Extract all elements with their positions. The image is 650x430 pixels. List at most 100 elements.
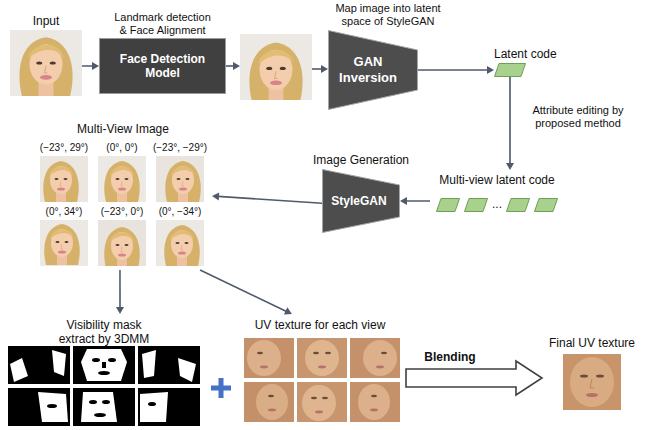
drawing-part <box>257 352 263 354</box>
mask-image <box>138 388 200 426</box>
drawing-part <box>256 384 288 420</box>
drawing-part <box>10 358 28 382</box>
group-heading: Visibility mask extract by 3DMM <box>52 318 157 347</box>
drawing-part <box>297 338 347 378</box>
box-body: Face Detection Model <box>100 39 225 93</box>
arrow-head <box>487 66 494 74</box>
drawing-part <box>142 350 156 378</box>
angle-label: (0°, 34°) <box>46 206 83 220</box>
drawing-part <box>305 340 339 376</box>
drawing-part <box>590 379 594 388</box>
drawing-part <box>233 62 240 70</box>
box-text: Face Detection Model <box>104 52 221 81</box>
arrow-head <box>506 163 514 170</box>
drawing-part <box>580 375 588 378</box>
network-block: Map image into latent space of StyleGANG… <box>328 30 418 110</box>
uv-texture-image <box>297 338 347 378</box>
latent-bar <box>506 198 530 212</box>
angle-label: (−23°, 29°) <box>40 142 88 156</box>
drawing-part <box>8 346 70 384</box>
drawing-part <box>325 352 331 354</box>
flow-arrow <box>418 66 494 74</box>
drawing-part <box>104 161 139 202</box>
flow-arrow <box>226 62 328 73</box>
flow-arrow <box>82 62 99 70</box>
block-text: GAN Inversion <box>332 54 404 85</box>
mask-image <box>8 346 70 384</box>
drawing-part <box>156 220 204 266</box>
view-photo <box>156 156 204 202</box>
image-box: (−23°, 0°) <box>98 220 146 266</box>
network-block: Image GenerationStyleGAN <box>322 169 400 233</box>
group-heading: Final UV texture <box>544 336 640 350</box>
drawing-part <box>322 397 328 399</box>
step-heading: Landmark detection & Face Alignment <box>113 11 213 39</box>
drawing-part <box>44 224 79 265</box>
face-photo <box>10 30 82 96</box>
image-box: Input <box>10 30 82 96</box>
drawing-part <box>81 349 127 381</box>
arrow-line <box>509 77 511 164</box>
image-box: (0°, 0°) <box>98 156 146 202</box>
arrow-line <box>418 69 488 71</box>
latent-bar-shape <box>495 64 526 77</box>
drawing-part <box>73 346 135 384</box>
drawing-part <box>47 404 57 408</box>
drawing-part <box>138 388 200 426</box>
latent-bar <box>534 198 558 212</box>
arrow-head <box>92 62 99 70</box>
flow-arrow <box>212 192 322 203</box>
view-photo <box>98 220 146 268</box>
drawing-part <box>8 388 70 426</box>
arrow-head <box>400 197 407 205</box>
view-photo <box>98 156 146 202</box>
drawing-part <box>73 388 135 426</box>
drawing-part <box>226 65 233 67</box>
drawing-part <box>92 358 100 362</box>
drawing-part <box>318 366 326 369</box>
uv-texture-image <box>244 382 294 422</box>
drawing-part <box>178 358 196 382</box>
drawing-part <box>89 400 97 404</box>
drawing-part <box>94 413 106 417</box>
latent-bar-shape <box>464 198 487 211</box>
block-text: StyleGAN <box>331 194 386 208</box>
drawing-part <box>570 357 614 407</box>
group-heading: Multi-View Image <box>34 122 212 136</box>
arrow-line <box>119 270 121 308</box>
drawing-part <box>297 382 347 422</box>
drawing-part <box>370 409 378 412</box>
drawing-part <box>104 227 139 268</box>
arrow-head <box>284 307 292 314</box>
arrow-head <box>116 307 124 314</box>
ellipsis-text: ... <box>492 197 502 211</box>
uv-texture-image <box>244 338 294 378</box>
latent-bar-shape <box>436 198 459 211</box>
drawing-part <box>371 395 377 397</box>
view-photo <box>40 220 88 266</box>
drawing-part <box>98 371 110 375</box>
step-heading: Map image into latent space of StyleGAN <box>328 2 448 30</box>
arrow-head <box>212 192 219 200</box>
drawing-part <box>81 392 117 422</box>
latent-label: Multi-view latent code <box>430 173 564 187</box>
angle-label: (−23°, −29°) <box>153 142 207 156</box>
drawing-part <box>350 338 400 378</box>
mask-image <box>73 346 135 384</box>
group-box: Final UV texture <box>544 334 640 412</box>
latent-code: Latent code <box>494 63 526 77</box>
edge-label: Attribute editing by proposed method <box>522 104 634 130</box>
block-arrow <box>406 361 542 395</box>
latent-bar-shape <box>507 198 530 211</box>
mask-image <box>73 388 135 426</box>
trapezoid-outline <box>323 170 400 233</box>
drawing-part <box>52 350 66 376</box>
drawing-part <box>165 161 200 202</box>
latent-label: Latent code <box>494 47 557 63</box>
group-heading: UV texture for each view <box>236 318 404 332</box>
drawing-part <box>268 395 274 397</box>
drawing-part <box>102 400 110 404</box>
image-label: Input <box>33 14 60 30</box>
mask-image <box>138 346 200 384</box>
uv-texture-image <box>297 382 347 422</box>
